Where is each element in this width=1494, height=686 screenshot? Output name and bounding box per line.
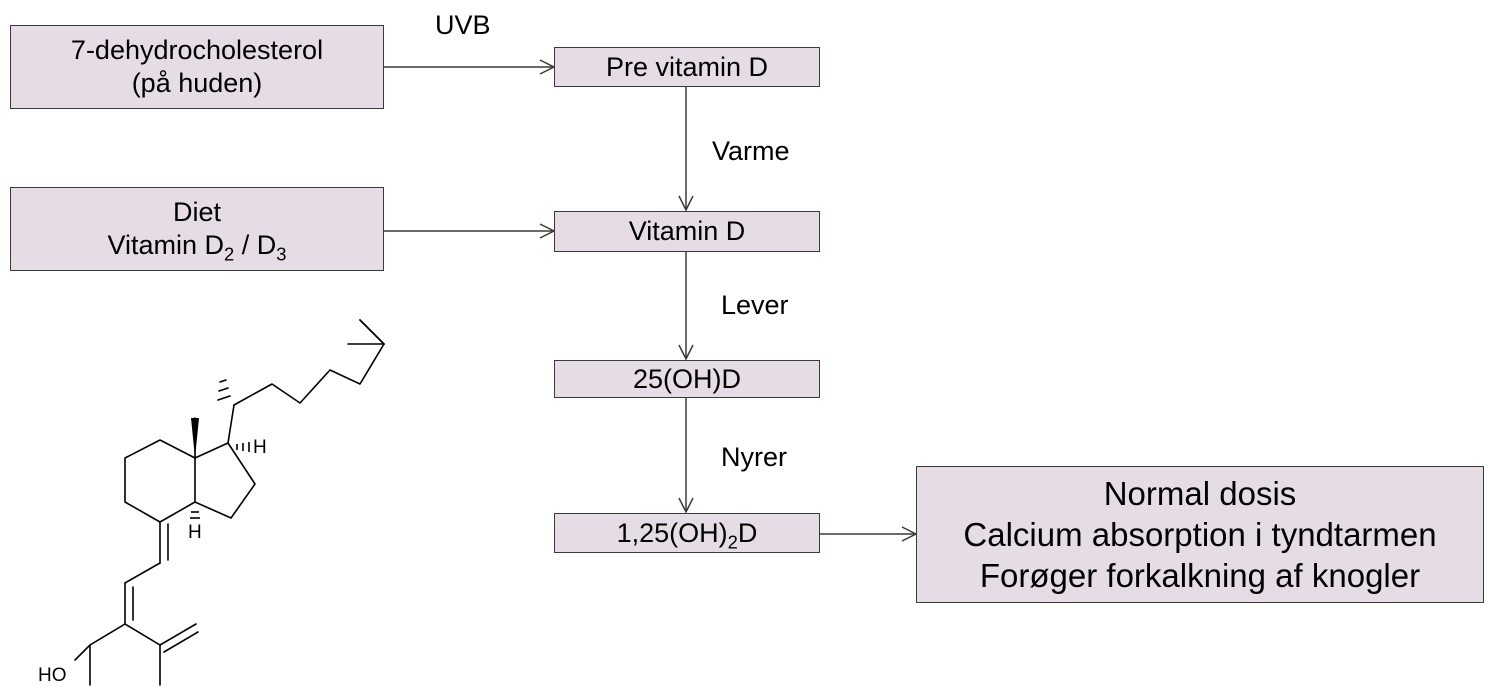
molecule-ring-d xyxy=(194,442,256,519)
molecule-side-chain xyxy=(233,343,385,406)
arrowhead-lever xyxy=(678,344,694,361)
molecule-methylene-a xyxy=(159,623,197,646)
molecule-h-bottom: H xyxy=(188,522,202,543)
box-pre-vitamin-d: Pre vitamin D xyxy=(554,47,820,87)
box-effects: Normal dosis Calcium absorption i tyndta… xyxy=(916,466,1484,603)
molecule-methylene-b xyxy=(163,631,199,653)
label-varme: Varme xyxy=(712,136,790,166)
molecule-hash-c20 xyxy=(217,379,231,401)
label-uvb: UVB xyxy=(435,10,491,40)
molecule-side-chain-end xyxy=(359,319,385,345)
molecule-ho: HO xyxy=(38,665,67,686)
box-1-25-oh2-d-label: 1,25(OH)2D xyxy=(616,517,758,552)
molecule-triene-1 xyxy=(124,562,161,584)
box-effects-line1: Normal dosis xyxy=(1103,474,1297,512)
box-diet: Diet Vitamin D2 / D3 xyxy=(10,187,384,271)
box-1-25-oh2-d: 1,25(OH)2D xyxy=(554,513,820,553)
box-diet-line1: Diet xyxy=(172,197,221,228)
arrowhead-varme xyxy=(678,195,694,212)
molecule-oh-bond xyxy=(74,644,91,661)
arrowhead-nyrer xyxy=(678,497,694,514)
molecule-ring-c xyxy=(124,439,196,523)
box-7-dehydrocholesterol: 7-dehydrocholesterol (på huden) xyxy=(10,25,384,109)
label-nyrer: Nyrer xyxy=(721,442,787,472)
label-lever: Lever xyxy=(721,290,789,320)
molecule-wedge-methyl xyxy=(191,418,199,458)
box-7-dehydrocholesterol-line1: 7-dehydrocholesterol xyxy=(70,35,324,66)
molecule-hash-h-bottom xyxy=(190,511,200,519)
box-diet-sub-3: 3 xyxy=(276,243,287,265)
box-diet-line2: Vitamin D2 / D3 xyxy=(107,229,287,265)
box-diet-sub-2: 2 xyxy=(224,243,235,265)
box-1-25-oh2-d-sub: 2 xyxy=(727,530,738,552)
box-diet-vitamin-d: Vitamin D xyxy=(107,230,225,260)
molecule-bond-c17-c20 xyxy=(227,404,235,444)
box-1-25-oh2-d-main: 1,25(OH) xyxy=(616,517,728,548)
box-diet-mid: / D xyxy=(234,230,277,260)
box-effects-line2: Calcium absorption i tyndtarmen xyxy=(963,515,1437,553)
box-pre-vitamin-d-label: Pre vitamin D xyxy=(605,51,769,82)
box-vitamin-d-label: Vitamin D xyxy=(628,216,746,247)
box-25-oh-d: 25(OH)D xyxy=(554,360,820,398)
box-effects-line3: Forøger forkalkning af knogler xyxy=(979,557,1421,595)
box-25-oh-d-label: 25(OH)D xyxy=(632,363,741,394)
box-vitamin-d: Vitamin D xyxy=(554,211,820,252)
box-1-25-oh2-d-end: D xyxy=(737,517,758,548)
molecule-ring-a xyxy=(89,623,161,686)
box-7-dehydrocholesterol-line2: (på huden) xyxy=(131,68,263,98)
molecule-hash-h-top xyxy=(236,442,250,452)
molecule-h-top: H xyxy=(253,437,267,458)
